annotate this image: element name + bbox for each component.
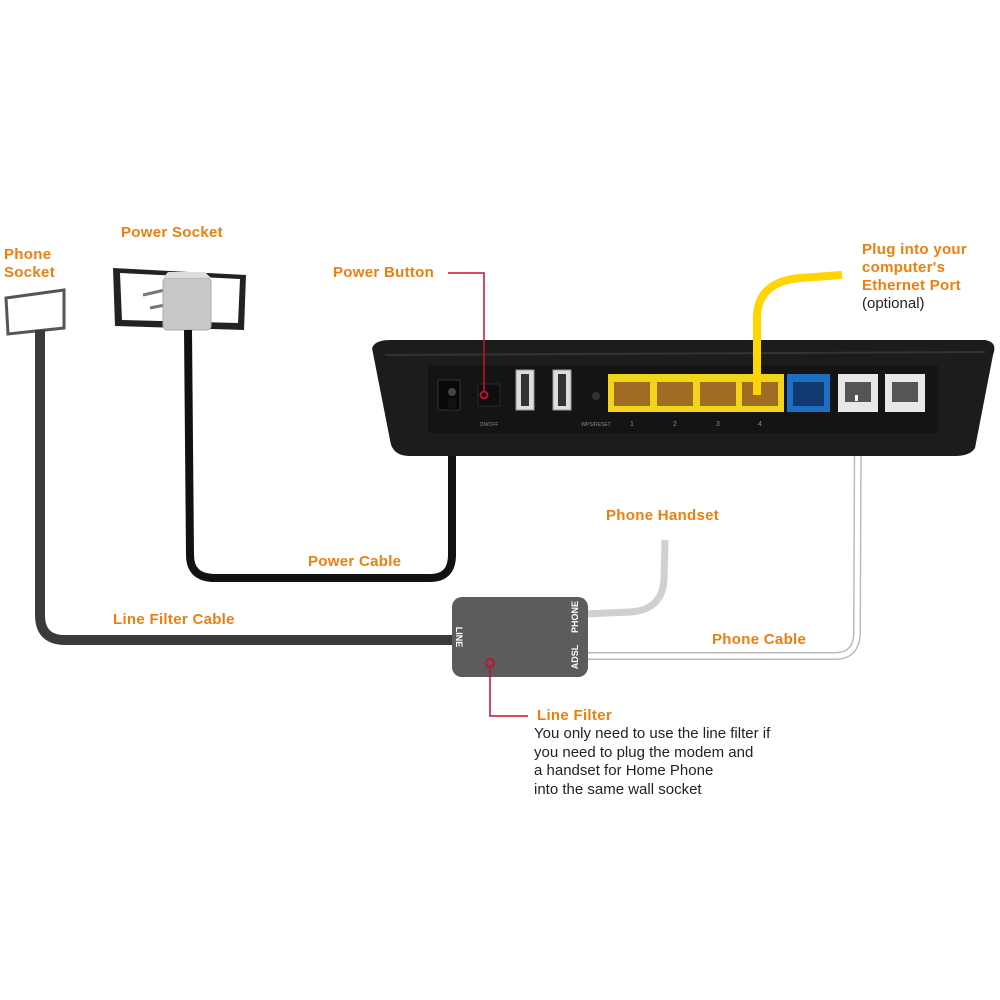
- phone-socket: [4, 288, 66, 336]
- power-cable-label: Power Cable: [308, 553, 402, 570]
- lan-label-2: 2: [673, 421, 677, 428]
- lan-label-4: 4: [758, 421, 762, 428]
- modem-router: ON/OFF WPS/RESET 1 2 3 4: [372, 340, 995, 456]
- power-socket: [113, 268, 246, 331]
- power-button-label: Power Button: [333, 264, 435, 281]
- lan-label-1: 1: [630, 421, 634, 428]
- lan-label-3: 3: [716, 421, 720, 428]
- power-socket-label: Power Socket: [121, 224, 223, 241]
- power-button-pointer: [448, 272, 485, 392]
- phone-port-label: PHONE: [570, 601, 580, 633]
- ethernet-note: (optional): [862, 295, 925, 312]
- line-port-label: LINE: [454, 627, 464, 648]
- line-filter-label: Line Filter: [537, 707, 612, 724]
- adsl-port-label: ADSL: [570, 644, 580, 669]
- wps-reset-button: [592, 392, 600, 400]
- phone-handset-label: Phone Handset: [606, 507, 720, 524]
- wps-label: WPS/RESET: [581, 422, 610, 428]
- phone-cable-label: Phone Cable: [712, 631, 807, 648]
- line-filter-cable-label: Line Filter Cable: [113, 611, 235, 628]
- line-filter-pointer: [489, 667, 528, 717]
- power-switch-label: ON/OFF: [480, 422, 499, 428]
- phone-handset-cable: [584, 539, 669, 618]
- line-filter: LINE PHONE ADSL: [452, 597, 588, 677]
- line-filter-cable: [35, 330, 455, 645]
- power-cable: [184, 329, 456, 582]
- ethernet-cable: [753, 271, 843, 395]
